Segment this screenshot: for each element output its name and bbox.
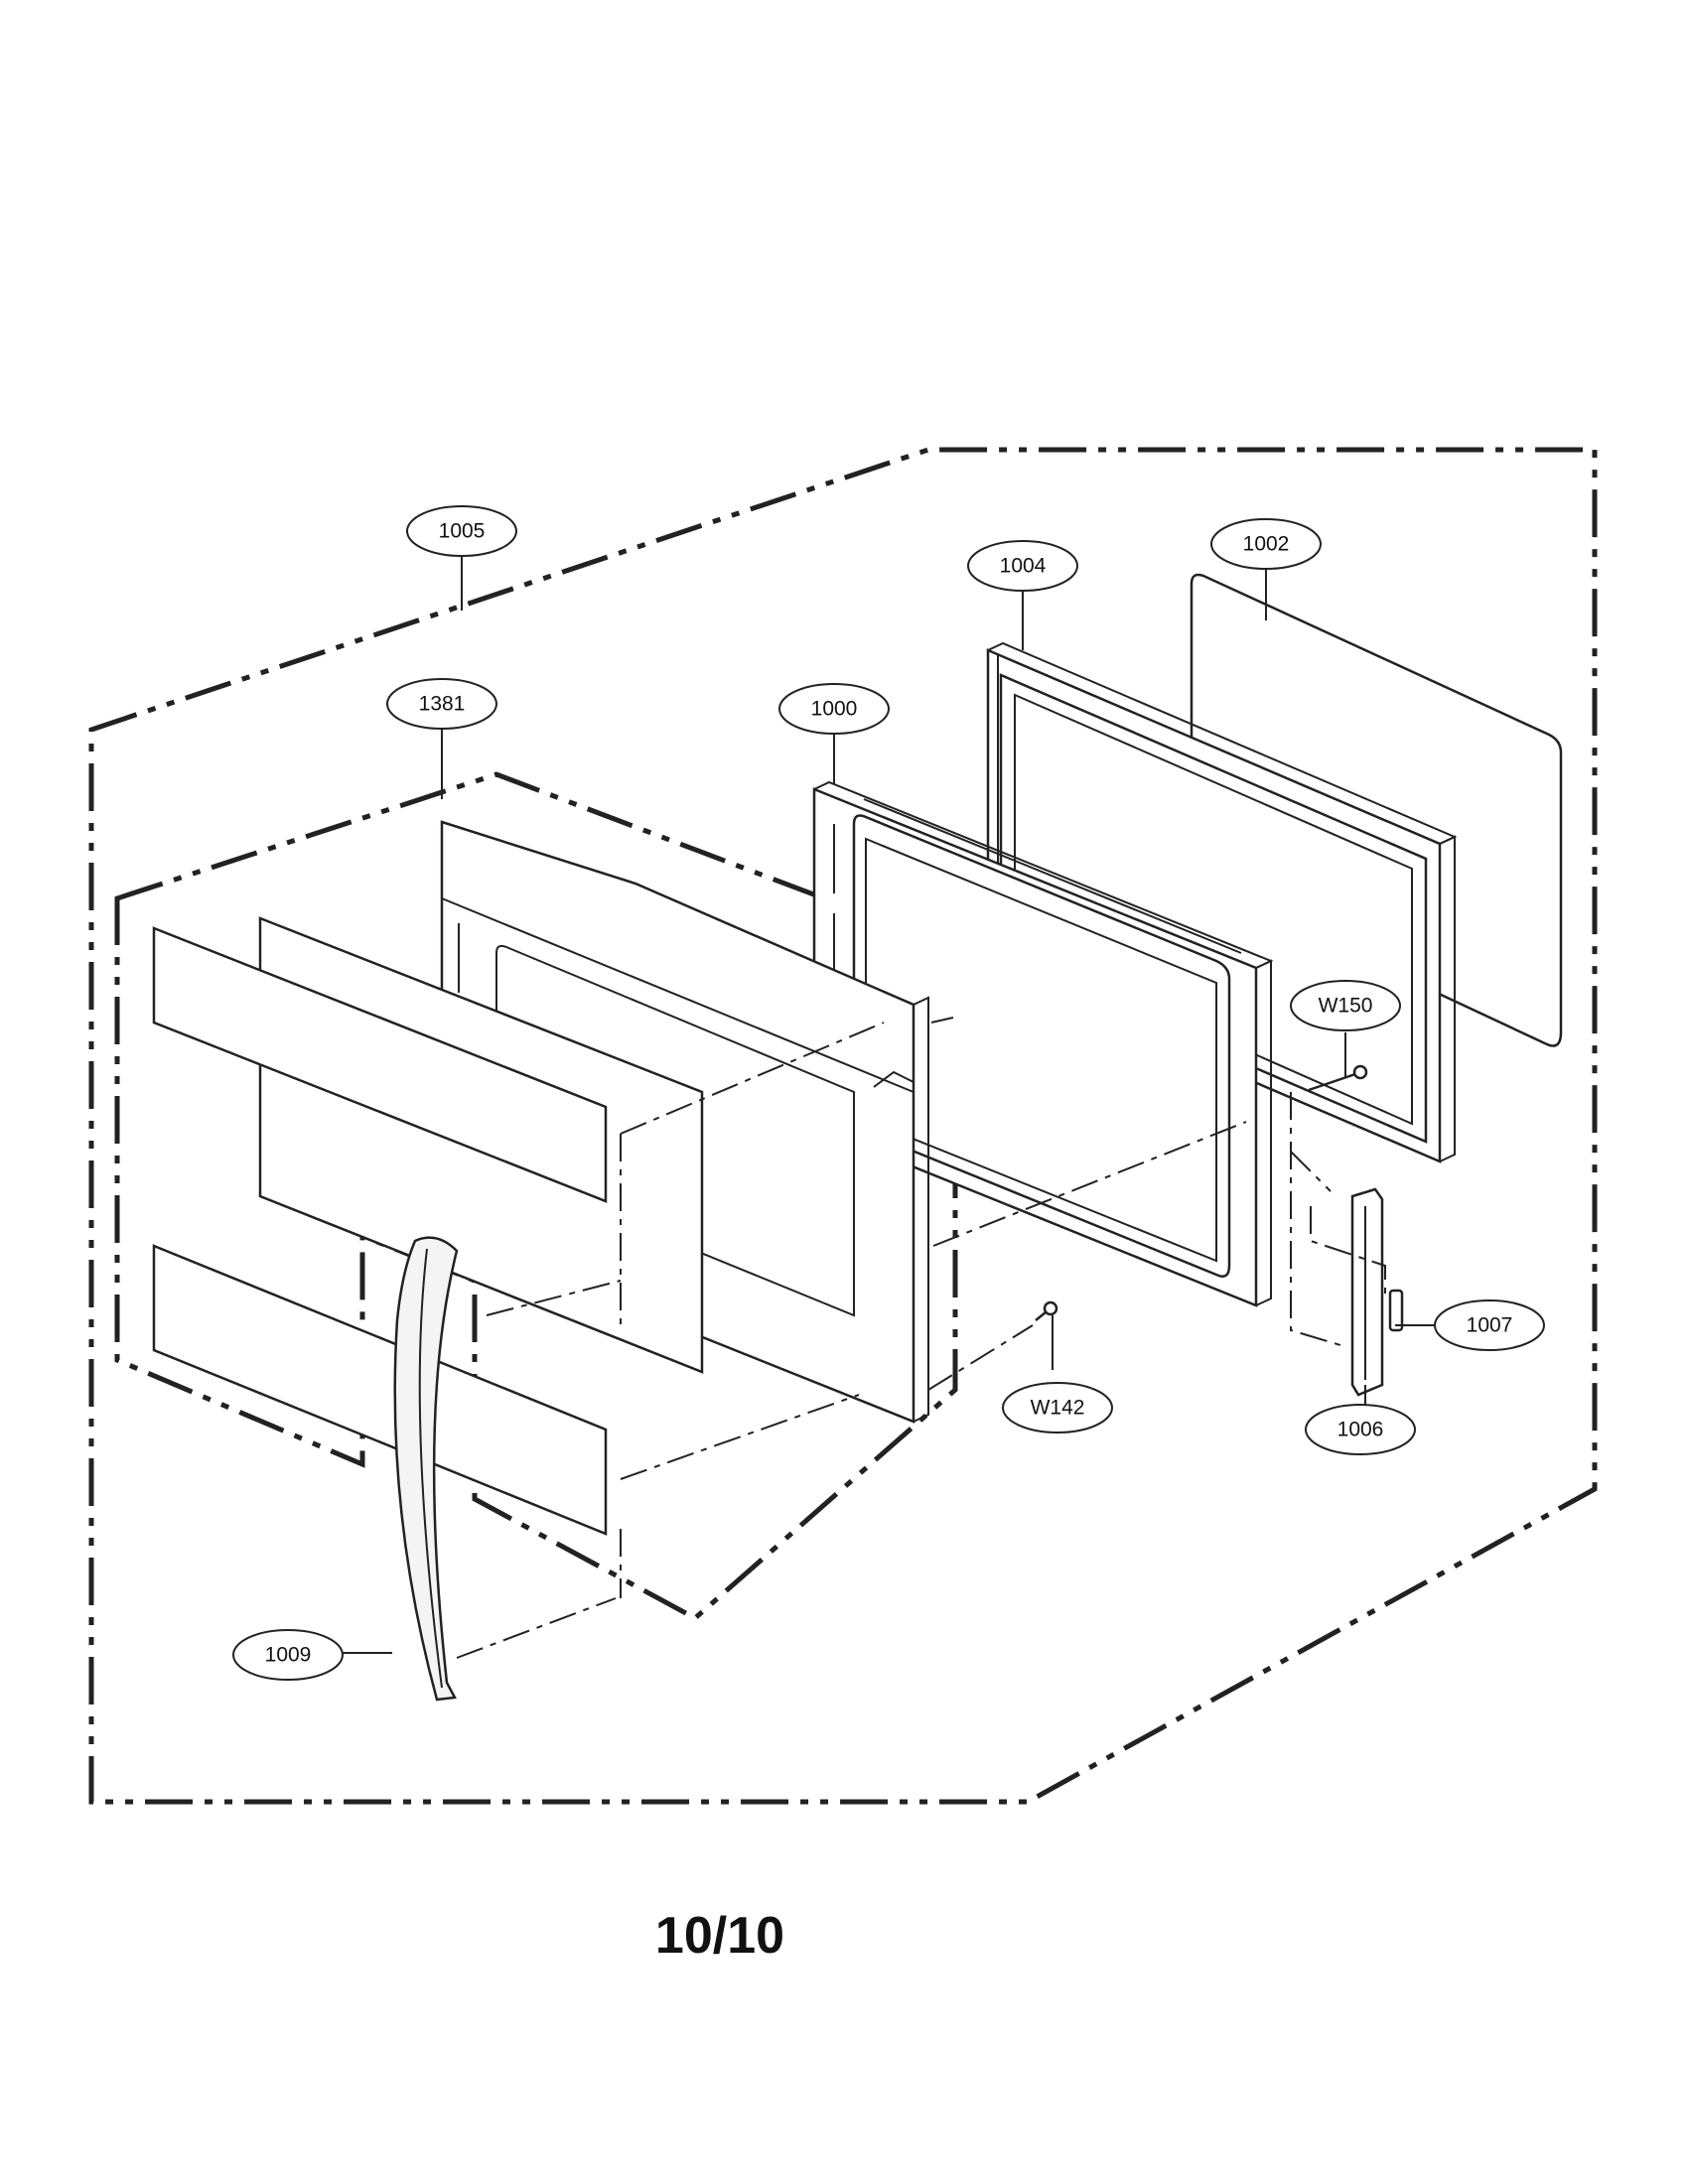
part-W150-screw [1308, 1064, 1368, 1092]
callout-label-W150: W150 [1319, 995, 1373, 1018]
callout-label-1000: 1000 [811, 698, 858, 721]
part-1009-door-handle [393, 1236, 459, 1702]
callout-W142: W142 [1002, 1382, 1113, 1433]
callout-label-1002: 1002 [1243, 533, 1290, 556]
callout-label-1006: 1006 [1337, 1419, 1384, 1441]
part-1007-latch [1388, 1289, 1404, 1332]
part-door-bottom-trim [152, 1244, 608, 1536]
callout-1009: 1009 [232, 1629, 344, 1681]
callout-label-1005: 1005 [439, 520, 486, 543]
callout-label-W142: W142 [1031, 1397, 1085, 1420]
callout-label-1007: 1007 [1467, 1314, 1513, 1337]
callout-1004: 1004 [967, 540, 1078, 592]
callout-1000: 1000 [778, 683, 890, 735]
door-subassembly-boundary-1381 [114, 771, 958, 1622]
callout-W150: W150 [1290, 980, 1401, 1031]
callout-1005: 1005 [406, 505, 517, 557]
callout-1007: 1007 [1434, 1299, 1545, 1351]
callout-1006: 1006 [1305, 1404, 1416, 1455]
callout-label-1004: 1004 [1000, 555, 1047, 578]
part-1006-hinge [1350, 1187, 1384, 1397]
page-number: 10/10 [654, 1907, 785, 1965]
part-W142-screw [1035, 1300, 1058, 1321]
callout-label-1009: 1009 [265, 1644, 312, 1667]
callout-1381: 1381 [386, 678, 497, 730]
part-door-top-trim [152, 926, 608, 1203]
callout-1002: 1002 [1210, 518, 1322, 570]
assembly-guide-lines [456, 1017, 1386, 1659]
callout-label-1381: 1381 [419, 693, 466, 716]
assembly-boundary-1005 [88, 447, 1598, 1805]
